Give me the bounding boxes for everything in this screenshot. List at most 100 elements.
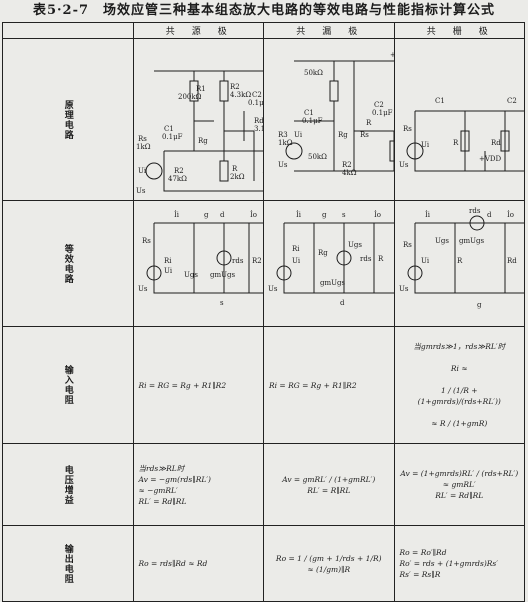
svg-text:C1: C1 [435,97,445,105]
svg-text:gmUgs: gmUgs [210,271,235,279]
svg-text:R: R [366,119,372,127]
svg-text:C2: C2 [507,97,517,105]
ri-cd-cell: Ri = RG = Rg + R1∥R2 [263,326,395,444]
svg-text:200kΩ: 200kΩ [178,93,202,101]
svg-text:1kΩ: 1kΩ [278,139,293,147]
svg-text:Rd: Rd [254,117,264,125]
av-cs-formula: 当rds≫RL时 Av = −gm(rds∥RL′) ≈ −gmRL′ RL′ … [138,463,211,506]
svg-text:3.1kΩ: 3.1kΩ [254,125,264,133]
ri-cs-cell: Ri = RG = Rg + R1∥R2 [132,326,264,444]
ri-cg-line3: ≈ R / (1+gmR) [431,419,488,428]
svg-text:Us: Us [138,285,148,293]
svg-text:C1: C1 [304,109,314,117]
svg-text:C1: C1 [164,125,174,133]
row-head-output-resistance: 输出电阻 [2,525,134,602]
svg-text:g: g [204,211,209,219]
svg-text:Rs: Rs [360,131,369,139]
row-head-circuit: 原理电路 [2,38,134,201]
ri-cg-condition: 当gmrds≫1，rds≫RL′时 [413,342,506,351]
svg-text:C2: C2 [252,91,262,99]
av-cg-cell: Av = (1+gmrds)RL′ / (rds+RL′) ≈ gmRL′ RL… [393,443,525,526]
col-header-common-gate: 共 栅 极 [393,22,525,39]
svg-text:d: d [340,299,345,307]
ri-cd-formula: Ri = RG = Rg + R1∥R2 [269,380,357,390]
svg-text:R2: R2 [174,167,184,175]
svg-text:Ui: Ui [292,257,301,265]
row-head-input-resistance: 输入电阻 [2,326,134,444]
svg-text:R: R [232,165,238,173]
svg-text:Us: Us [136,187,146,195]
ri-cg-cell: 当gmrds≫1，rds≫RL′时 Ri ≈ 1 / (1/R + (1+gmr… [393,326,525,444]
svg-text:R1: R1 [196,85,206,93]
svg-text:Ui: Ui [421,257,430,265]
svg-text:d: d [220,211,225,219]
svg-text:1kΩ: 1kΩ [136,143,151,151]
svg-text:Ui: Ui [294,131,303,139]
svg-text:R2: R2 [342,161,352,169]
svg-text:50kΩ: 50kΩ [304,69,323,77]
ri-cs-formula: Ri = RG = Rg + R1∥R2 [138,380,227,390]
av-cd-formula: Av = gmRL′ / (1+gmRL′) RL′ = R∥RL [282,474,376,495]
svg-text:Rg: Rg [198,137,208,145]
svg-text:rds: rds [360,255,372,263]
col-header-common-source: 共 源 极 [132,22,264,39]
svg-text:Ui: Ui [421,141,430,149]
svg-text:d: d [487,211,492,219]
ro-cg-formula: Ro = Ro′∥Rd Ro′ = rds + (1+gmrds)Rs′ Rs′… [399,548,498,579]
av-cd-cell: Av = gmRL′ / (1+gmRL′) RL′ = R∥RL [263,443,395,526]
ri-cg-line2: 1 / (1/R + (1+gmrds)/(rds+RL′)) [417,386,501,406]
svg-text:0.1μF: 0.1μF [248,99,264,107]
svg-text:Us: Us [399,161,409,169]
svg-text:+VDD: +VDD [390,51,394,59]
ro-cs-formula: Ro = rds∥Rd ≈ Rd [138,559,208,568]
svg-text:C2: C2 [374,101,384,109]
svg-text:4.3kΩ: 4.3kΩ [230,91,251,99]
svg-text:Us: Us [268,285,278,293]
svg-text:Rg: Rg [338,131,348,139]
svg-text:Ugs: Ugs [435,237,449,245]
svg-text:Ui: Ui [138,167,147,175]
svg-text:10μF: 10μF [262,171,264,179]
svg-text:0.1μF: 0.1μF [372,109,393,117]
svg-text:s: s [220,299,224,307]
svg-text:Rd: Rd [491,139,501,147]
svg-text:gmUgs: gmUgs [459,237,484,245]
svg-text:rds: rds [469,207,481,215]
svg-text:İi: İi [296,210,302,219]
svg-text:İi: İi [425,210,431,219]
svg-text:4kΩ: 4kΩ [342,169,357,177]
svg-text:47kΩ: 47kΩ [168,175,187,183]
svg-text:İo: İo [250,210,257,219]
corner-cell [2,22,134,39]
svg-text:Ri: Ri [292,245,300,253]
svg-text:Ugs: Ugs [348,241,362,249]
col-header-common-drain: 共 漏 极 [263,22,395,39]
svg-text:2kΩ: 2kΩ [230,173,245,181]
svg-text:Ugs: Ugs [184,271,198,279]
svg-text:Rs: Rs [403,125,412,133]
svg-text:Us: Us [278,161,288,169]
svg-text:+VDD: +VDD [479,155,502,163]
ro-cg-cell: Ro = Ro′∥Rd Ro′ = rds + (1+gmrds)Rs′ Rs′… [393,525,525,602]
svg-text:rds: rds [232,257,244,265]
svg-text:0.1μF: 0.1μF [302,117,323,125]
svg-text:0.1μF: 0.1μF [162,133,183,141]
svg-text:İi: İi [174,210,180,219]
svg-text:Ri: Ri [164,257,172,265]
svg-text:R: R [453,139,459,147]
table-title: 表5·2-7 场效应管三种基本组态放大电路的等效电路与性能指标计算公式 [32,3,496,18]
svg-text:Rs: Rs [142,237,151,245]
svg-text:Rd: Rd [507,257,517,265]
svg-text:İo: İo [507,210,514,219]
